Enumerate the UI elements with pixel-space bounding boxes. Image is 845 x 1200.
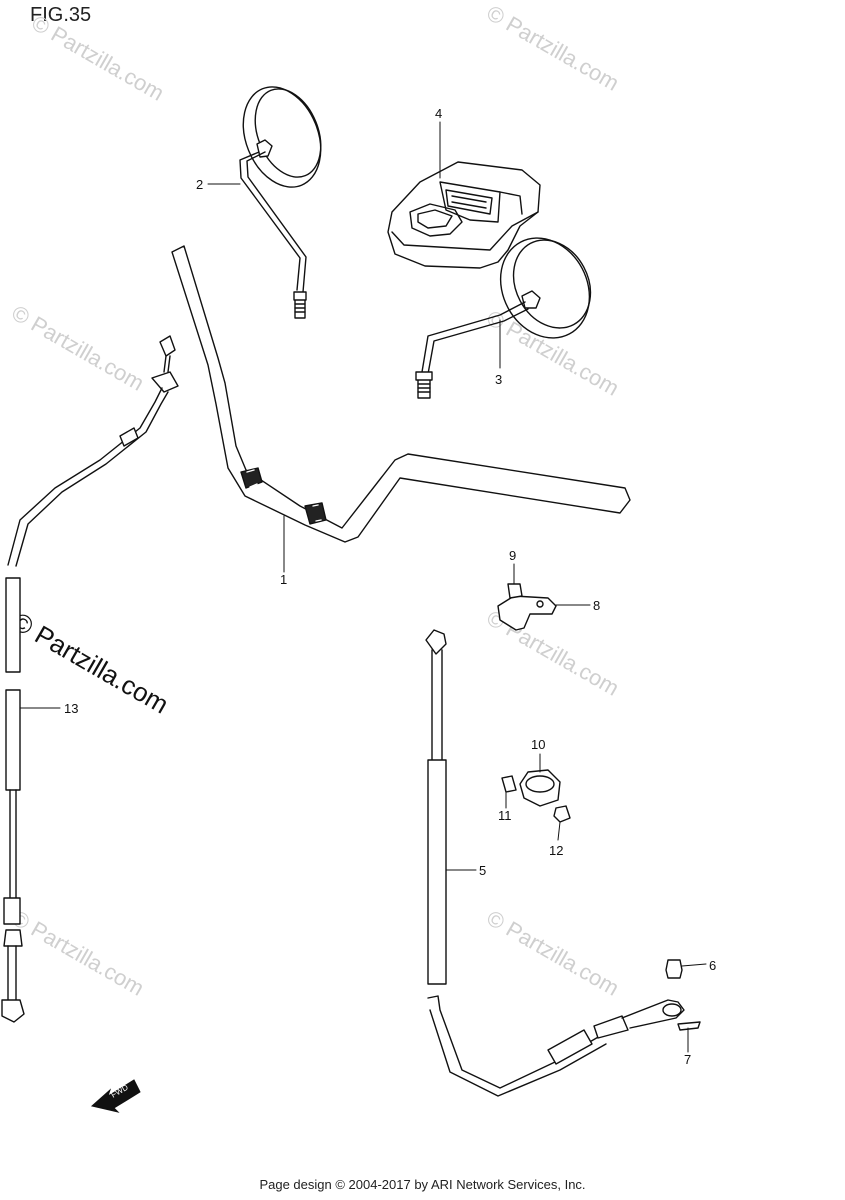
clamp-8 — [497, 595, 557, 631]
washer-7 — [677, 1021, 701, 1031]
footer-copyright: Page design © 2004-2017 by ARI Network S… — [259, 1177, 586, 1192]
callout-9: 9 — [509, 548, 516, 563]
screw-9 — [507, 583, 523, 599]
callout-2: 2 — [196, 177, 203, 192]
bolt-6 — [665, 959, 683, 979]
callout-5: 5 — [479, 863, 486, 878]
callout-7: 7 — [684, 1052, 691, 1067]
figure-title: FIG.35 — [30, 4, 92, 26]
callout-1: 1 — [280, 572, 287, 587]
callout-12: 12 — [549, 843, 563, 858]
callout-6: 6 — [709, 958, 716, 973]
callout-11: 11 — [498, 808, 512, 823]
callout-10: 10 — [531, 737, 545, 752]
switch-cover — [387, 161, 541, 269]
clamp-10 — [519, 769, 561, 807]
throttle-cable — [425, 629, 685, 1097]
callout-13: 13 — [64, 701, 78, 716]
mirror-right — [415, 237, 592, 399]
handlebar — [171, 245, 631, 543]
fwd-arrow-icon: FWD — [90, 1079, 141, 1113]
callout-3: 3 — [495, 372, 502, 387]
nut-12 — [553, 805, 571, 823]
callout-8: 8 — [593, 598, 600, 613]
bolt-11 — [501, 775, 517, 793]
mirror-left — [239, 86, 322, 319]
clutch-cable — [1, 335, 179, 1023]
callout-4: 4 — [435, 106, 442, 121]
